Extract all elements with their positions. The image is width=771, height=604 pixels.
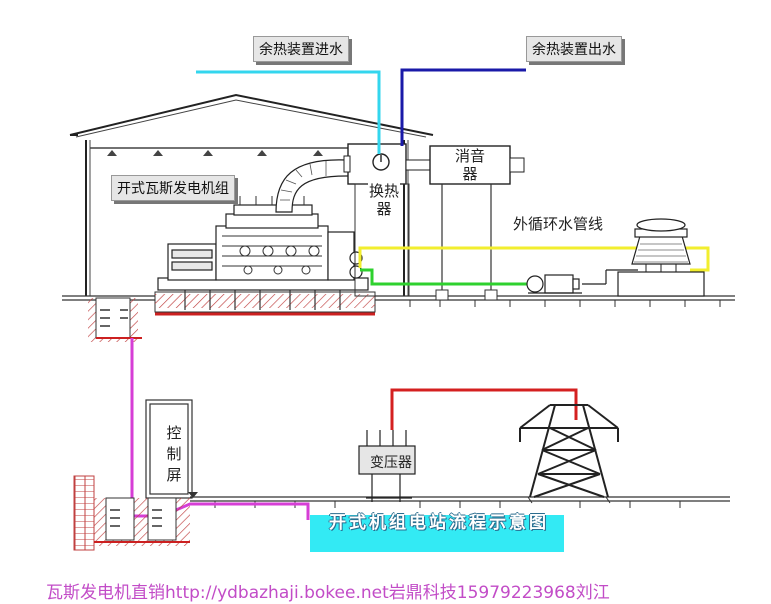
heat-outlet-pipe <box>400 68 526 146</box>
cable-trench-lower <box>73 475 198 551</box>
diagram-title-background <box>310 515 564 552</box>
return-loop-pipe <box>360 268 530 286</box>
heat-recovery-inlet-label: 余热装置进水 <box>253 36 349 62</box>
signal-cable <box>130 338 310 520</box>
transformer-label: 变压器 <box>370 455 412 471</box>
diagram-title: 开式机组电站流程示意图 <box>329 513 549 533</box>
muffler-label: 消音器 <box>454 147 485 183</box>
power-cable <box>390 388 578 430</box>
exhaust-pipe <box>275 159 351 213</box>
genset-engine <box>157 196 369 291</box>
transformer <box>358 430 416 502</box>
genset-foundation <box>154 288 376 316</box>
heat-recovery-outlet-label: 余热装置出水 <box>526 36 622 62</box>
cooling-tower <box>617 218 705 297</box>
cable-trench-upper <box>88 297 142 342</box>
muffler <box>405 145 525 301</box>
transmission-tower <box>519 404 619 498</box>
ground-line-lower <box>190 496 730 508</box>
circulation-pump <box>526 269 638 294</box>
heat-inlet-pipe <box>196 70 381 154</box>
footer-contact: 瓦斯发电机直销http://ydbazhaji.bokee.net岩鼎科技159… <box>46 583 610 603</box>
external-cooling-pipe-label: 外循环水管线 <box>512 215 603 233</box>
genset-label: 开式瓦斯发电机组 <box>111 175 235 201</box>
cooling-loop-pipe <box>358 246 710 272</box>
heat-exchanger-label: 换热器 <box>368 182 400 218</box>
control-panel-label: 控制屏 <box>166 424 182 484</box>
